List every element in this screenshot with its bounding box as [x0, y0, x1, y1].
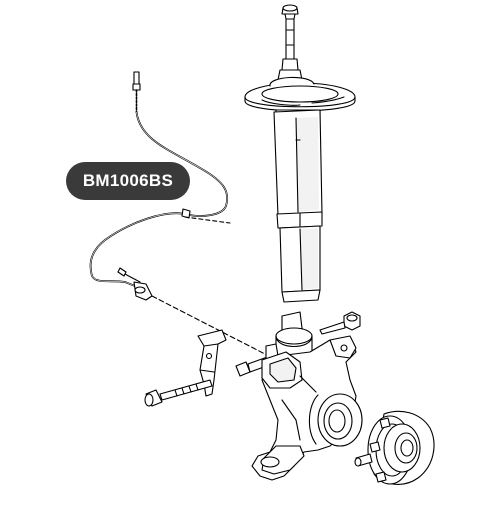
upper-nut	[319, 311, 361, 335]
long-bolt	[144, 379, 213, 407]
strut-piston-rod	[277, 18, 303, 81]
strut-top-nut	[281, 4, 299, 20]
sensor-screw	[117, 267, 141, 283]
strut-mount-plate	[244, 76, 356, 112]
abs-sensor-head	[133, 281, 153, 301]
part-number-badge: BM1006BS	[66, 162, 190, 200]
cable-bracket	[197, 329, 227, 397]
strut-clamp-ring	[276, 211, 323, 229]
steering-knuckle	[251, 311, 363, 481]
strut-upper-tube	[273, 109, 323, 217]
wheel-hub	[354, 410, 435, 485]
strut-lower-tube	[279, 225, 321, 303]
strut-assembly	[244, 4, 356, 303]
abs-sensor-cable	[89, 71, 231, 301]
